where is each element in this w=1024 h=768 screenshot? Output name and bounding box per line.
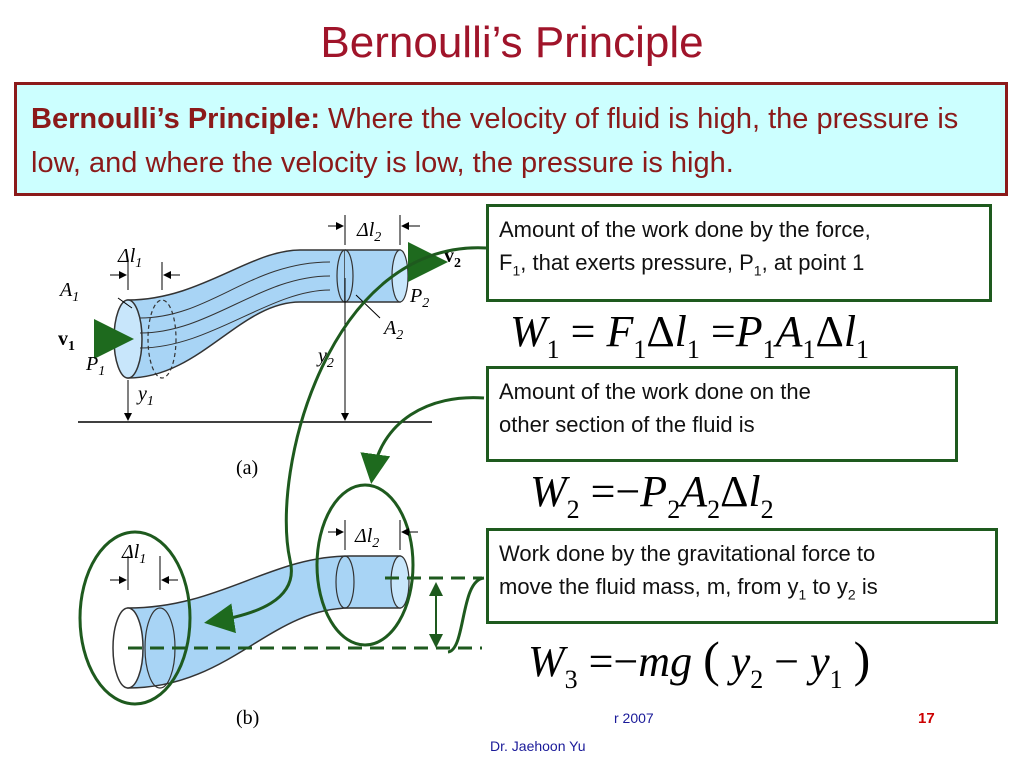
label-a2: A2 bbox=[382, 317, 403, 343]
callout-work-1: Amount of the work done by the force, F1… bbox=[486, 204, 992, 302]
label-y1: y1 bbox=[136, 383, 154, 409]
callout-2-line1: Amount of the work done on the bbox=[499, 379, 811, 404]
callout-3-line2: move the fluid mass, m, from y1 to y2 is bbox=[499, 574, 878, 603]
footer-author: Dr. Jaehoon Yu bbox=[490, 738, 586, 754]
page-number: 17 bbox=[918, 710, 935, 727]
definition-text: Where the velocity of fluid is high, the… bbox=[31, 103, 959, 179]
equation-w2: W2 =−P2A2Δl2 bbox=[530, 467, 774, 524]
callout-1-line1: Amount of the work done by the force, bbox=[499, 217, 871, 242]
definition-box: Bernoulli’s Principle: Where the velocit… bbox=[14, 82, 1008, 196]
label-v2: v2 bbox=[444, 245, 461, 271]
label-dl1-b: Δl1 bbox=[121, 541, 146, 567]
label-p1: P1 bbox=[85, 353, 105, 379]
footer-date: r 2007 bbox=[614, 710, 654, 726]
callout-2-line2: other section of the fluid is bbox=[499, 412, 755, 437]
callout-1-line2: F1, that exerts pressure, P1, at point 1 bbox=[499, 250, 865, 279]
caption-b: (b) bbox=[236, 707, 259, 729]
equation-w1: W1 = F1Δl1 =P1A1Δl1 bbox=[510, 307, 870, 364]
pipe-a bbox=[78, 215, 448, 423]
label-a1: A1 bbox=[58, 279, 79, 305]
slide-title: Bernoulli’s Principle bbox=[320, 18, 704, 67]
label-y2: y2 bbox=[316, 345, 334, 371]
label-v1: v1 bbox=[58, 328, 75, 354]
label-p2: P2 bbox=[409, 285, 429, 311]
label-dl2-b: Δl2 bbox=[354, 525, 379, 551]
caption-a: (a) bbox=[236, 457, 258, 479]
equation-w3: W3 =−mg ( y2 − y1 ) bbox=[528, 631, 871, 694]
callout-3-line1: Work done by the gravitational force to bbox=[499, 541, 876, 566]
label-dl1-a: Δl1 bbox=[117, 245, 142, 271]
label-dl2-a: Δl2 bbox=[356, 219, 381, 245]
callout-work-2: Amount of the work done on the other sec… bbox=[486, 366, 958, 462]
definition-term: Bernoulli’s Principle: bbox=[31, 103, 320, 135]
pipe-b bbox=[78, 246, 487, 706]
callout-work-3: Work done by the gravitational force to … bbox=[486, 528, 998, 624]
